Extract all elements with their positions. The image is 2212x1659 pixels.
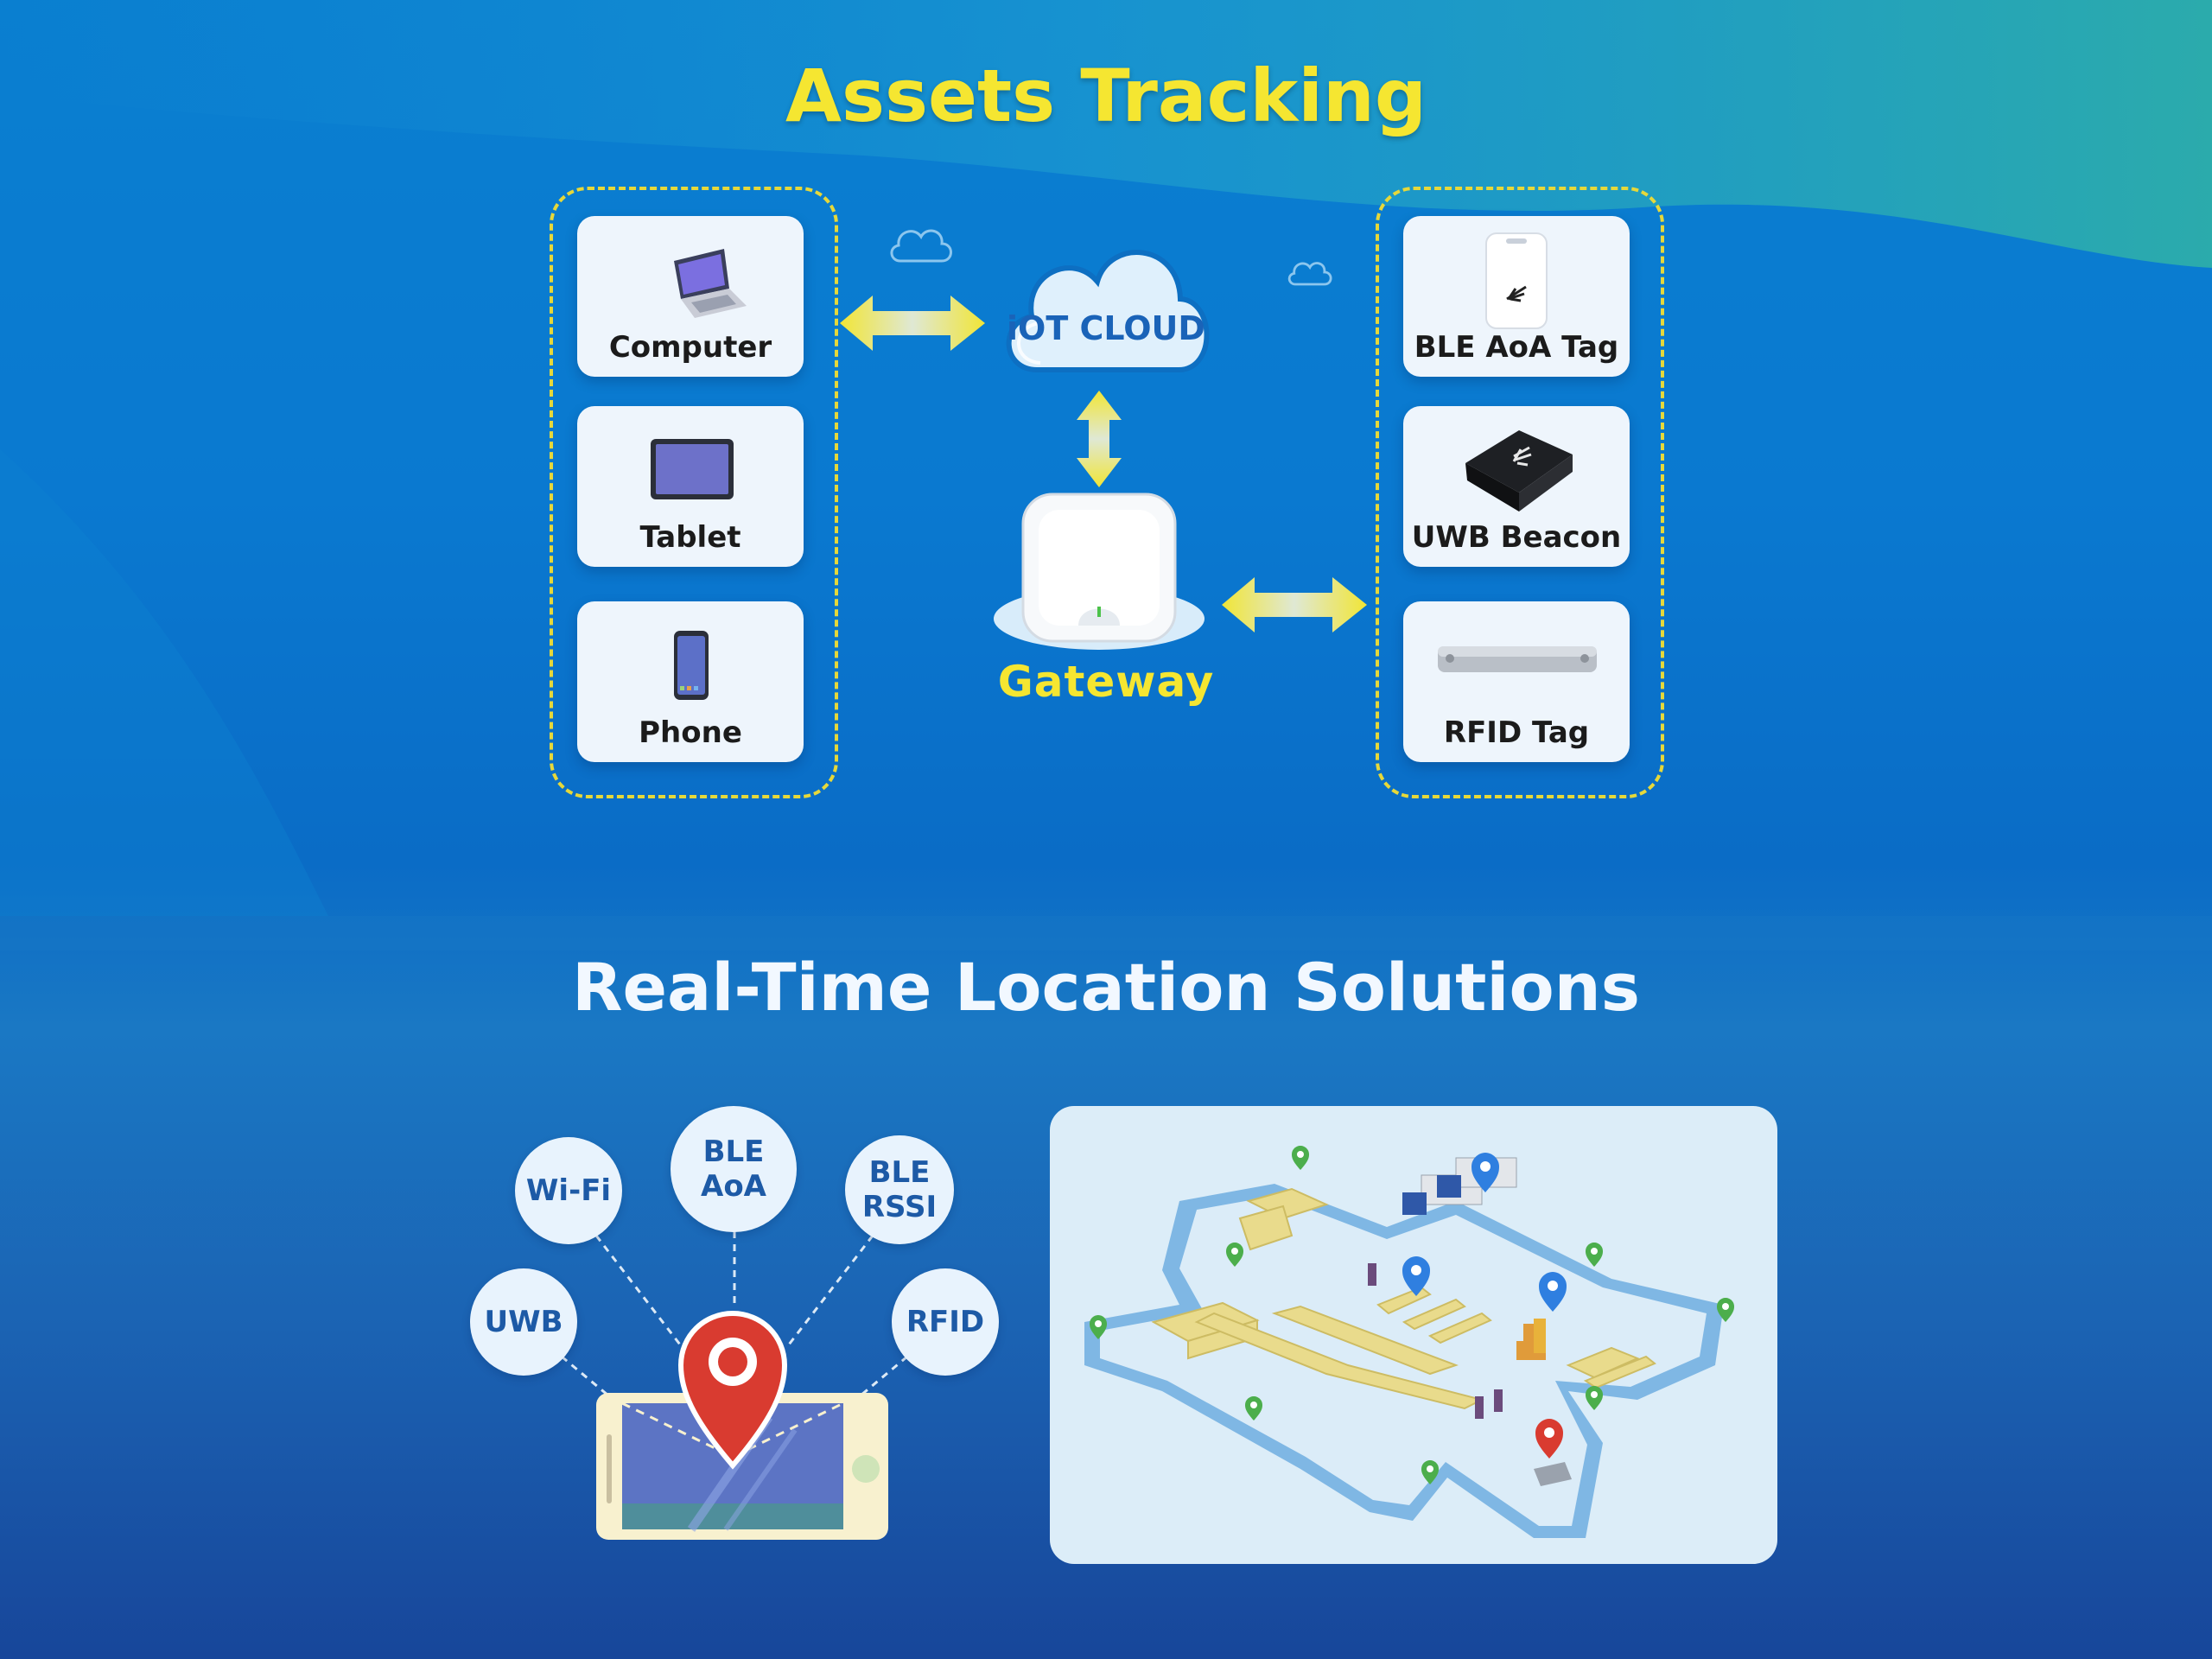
tablet-label: Tablet xyxy=(639,520,741,555)
iot-cloud-icon xyxy=(1006,250,1210,372)
phone-card: Phone xyxy=(577,601,804,762)
ble-aoa-tag-card: BLE AoA Tag xyxy=(1403,216,1630,377)
warehouse-floor-illustration xyxy=(1084,1146,1734,1538)
tech-circle-ble-aoa: BLE AoA xyxy=(671,1106,797,1232)
uwb-beacon-card: UWB Beacon xyxy=(1403,406,1630,567)
technology-connectors xyxy=(561,1218,908,1402)
gateway-label: Gateway xyxy=(997,657,1215,707)
rfid-tag-label: RFID Tag xyxy=(1443,715,1590,750)
rfid-tag-icon xyxy=(1438,646,1597,672)
phone-icon xyxy=(674,631,709,700)
phone-label: Phone xyxy=(639,715,742,750)
warehouse-map xyxy=(1050,1106,1777,1564)
green-location-pin-icons xyxy=(1090,1146,1734,1484)
assets-tracking-title: Assets Tracking xyxy=(785,54,1427,138)
laptop-icon xyxy=(674,249,747,318)
small-cloud-icon xyxy=(1287,262,1332,286)
arrow-clients-cloud xyxy=(840,296,985,351)
blue-location-pin-icons xyxy=(1402,1153,1567,1312)
rtls-title: Real-Time Location Solutions xyxy=(571,949,1641,1026)
iot-cloud-label: iOT CLOUD xyxy=(1007,309,1205,347)
small-cloud-icon xyxy=(890,229,952,263)
phone-map-pin-illustration xyxy=(596,1310,888,1540)
rfid-tag-card: RFID Tag xyxy=(1403,601,1630,762)
computer-label: Computer xyxy=(608,330,772,365)
computer-card: Computer xyxy=(577,216,804,377)
ble-aoa-tag-label: BLE AoA Tag xyxy=(1414,330,1619,365)
client-devices-group xyxy=(550,187,838,798)
tech-circle-rfid: RFID xyxy=(892,1268,999,1376)
tech-circle-ble-rssi: BLE RSSI xyxy=(845,1135,954,1244)
gateway-device-icon xyxy=(994,493,1205,650)
uwb-beacon-icon xyxy=(1465,430,1573,512)
arrow-cloud-gateway xyxy=(1077,391,1122,487)
uwb-beacon-label: UWB Beacon xyxy=(1411,520,1622,555)
ble-aoa-tag-icon xyxy=(1485,232,1548,329)
tablet-icon xyxy=(651,439,734,499)
tablet-card: Tablet xyxy=(577,406,804,567)
tech-circle-uwb: UWB xyxy=(470,1268,577,1376)
arrow-gateway-tags xyxy=(1222,577,1367,632)
tag-devices-group xyxy=(1376,187,1664,798)
tech-circle-wifi: Wi-Fi xyxy=(515,1137,622,1244)
red-location-pin-icon xyxy=(1535,1419,1563,1459)
connection-arrows xyxy=(840,296,1367,632)
